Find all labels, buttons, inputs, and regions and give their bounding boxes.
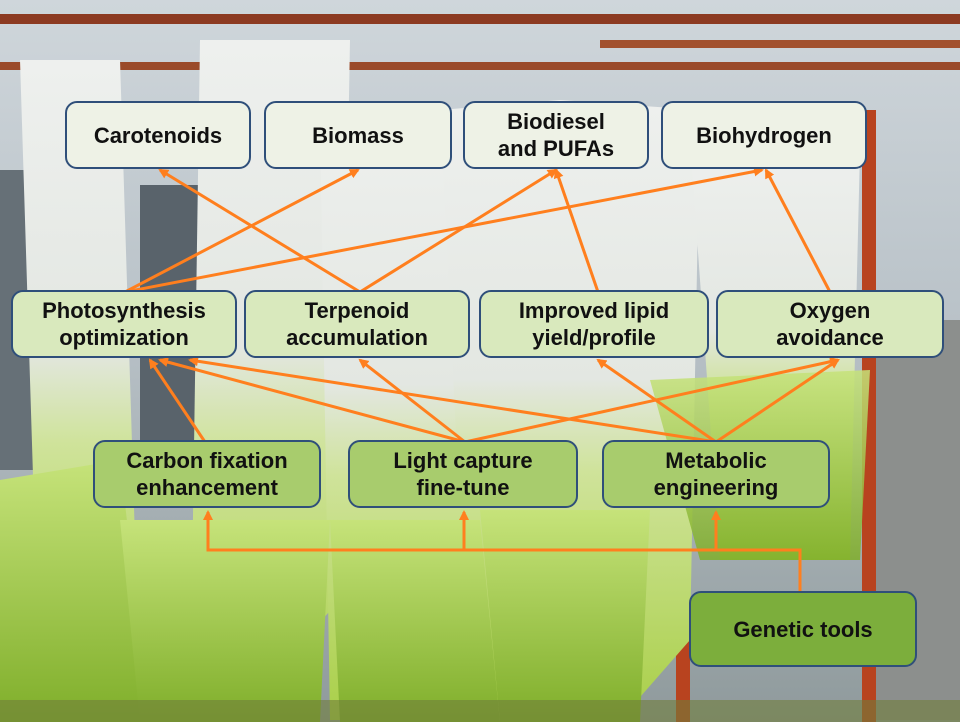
node-genetic-tools: Genetic tools [689, 591, 917, 667]
node-genetic-label: Genetic tools [733, 616, 873, 642]
node-carotenoids-label: Carotenoids [93, 122, 223, 148]
arrow-genetic-to-carbon [203, 510, 802, 598]
arrow-photosynthesis-to-biomass [124, 168, 360, 294]
arrow-metabolic-to-lipid [596, 358, 717, 444]
arrow-light-to-terpenoid [358, 358, 466, 444]
node-terpenoid-label: Terpenoid accumulation [286, 298, 428, 350]
arrow-metabolic-to-oxygen [715, 358, 840, 444]
node-terpenoid-accumulation: Terpenoid accumulation [244, 290, 470, 358]
node-oxygen-label: Oxygen avoidance [776, 298, 884, 350]
node-carbon-fixation: Carbon fixation enhancement [93, 440, 321, 508]
node-carotenoids: Carotenoids [65, 101, 251, 169]
node-carbon-label: Carbon fixation enhancement [126, 448, 288, 500]
arrow-genetic-to-light [459, 510, 800, 552]
arrow-lipid-to-biodiesel [553, 168, 600, 293]
arrow-light-to-photosynthesis [158, 357, 466, 444]
node-biohydrogen-label: Biohydrogen [696, 122, 832, 148]
arrow-photosynthesis-to-biohydrogen [124, 166, 764, 294]
node-biodiesel-and-pufas: Biodiesel and PUFAs [463, 101, 649, 169]
arrow-terpenoid-to-carotenoids [158, 168, 361, 294]
node-biodiesel-label: Biodiesel and PUFAs [497, 109, 615, 161]
node-photosynthesis-label: Photosynthesis optimization [42, 298, 206, 350]
node-light-capture: Light capture fine-tune [348, 440, 578, 508]
arrow-light-to-oxygen [464, 356, 840, 444]
node-lipid-label: Improved lipid yield/profile [518, 298, 670, 350]
node-metabolic-engineering: Metabolic engineering [602, 440, 830, 508]
node-biomass-label: Biomass [312, 122, 404, 148]
node-photosynthesis-optimization: Photosynthesis optimization [11, 290, 237, 358]
node-biohydrogen: Biohydrogen [661, 101, 867, 169]
arrow-oxygen-to-biohydrogen [764, 168, 832, 293]
node-biomass: Biomass [264, 101, 452, 169]
node-improved-lipid: Improved lipid yield/profile [479, 290, 709, 358]
node-oxygen-avoidance: Oxygen avoidance [716, 290, 944, 358]
arrow-terpenoid-to-biodiesel [359, 168, 558, 294]
arrow-metabolic-to-photosynthesis [188, 356, 717, 444]
node-metabolic-label: Metabolic engineering [653, 448, 779, 500]
node-light-label: Light capture fine-tune [393, 448, 533, 500]
arrow-carbon-to-photosynthesis [148, 358, 207, 443]
